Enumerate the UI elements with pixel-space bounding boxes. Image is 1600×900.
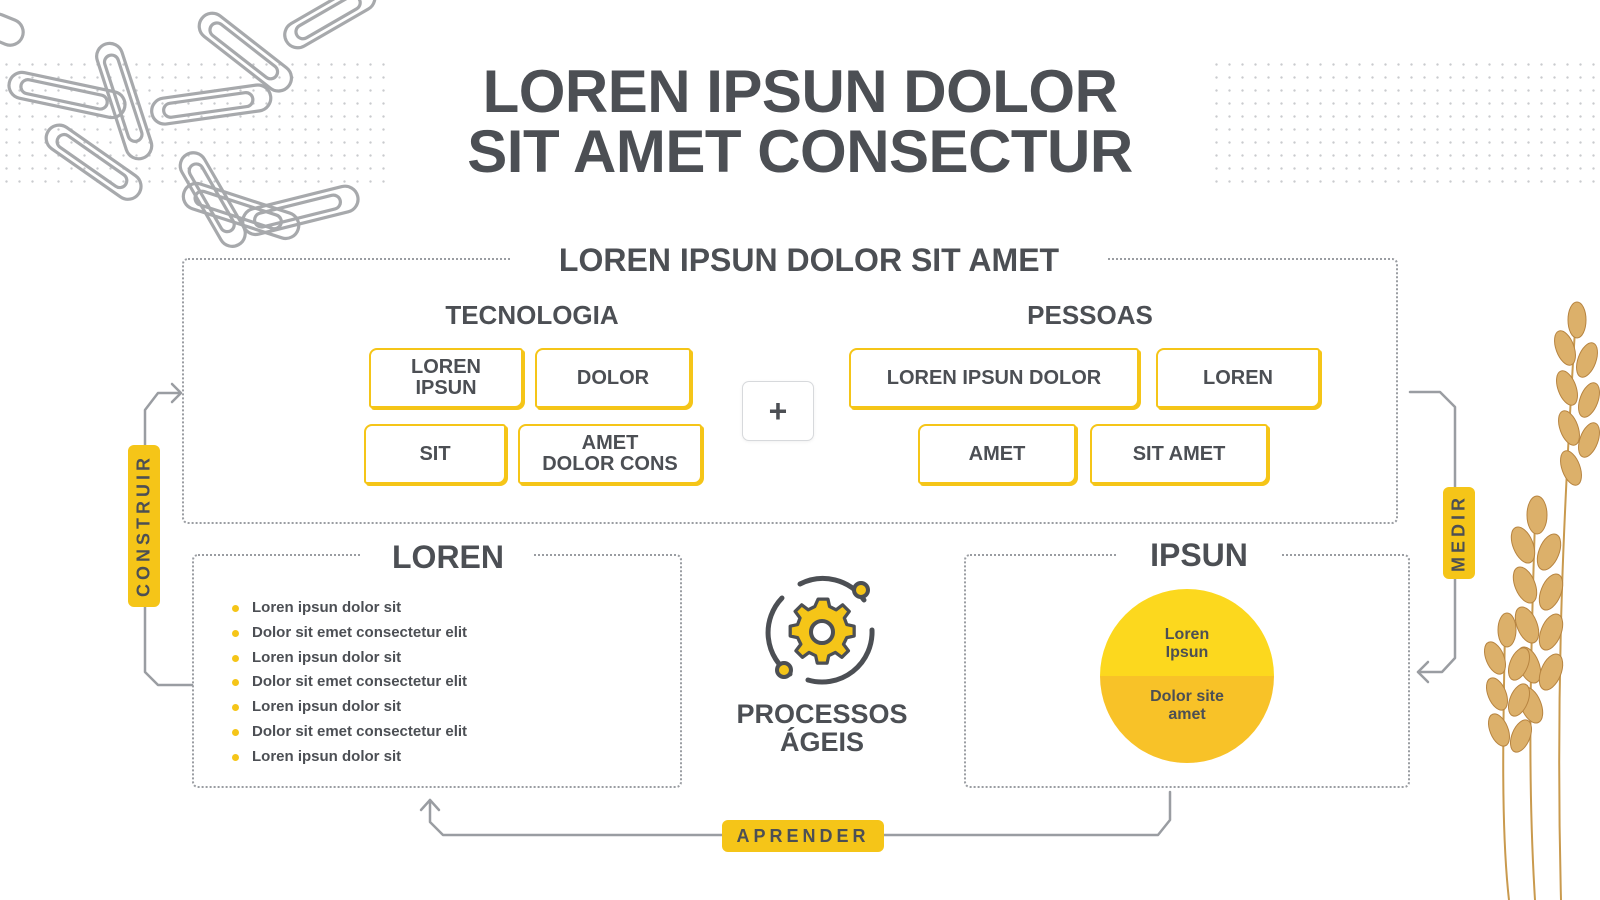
right-section-heading: IPSUN bbox=[1118, 536, 1280, 574]
bullet-text: Loren ipsun dolor sit bbox=[252, 599, 402, 616]
pessoas-tag-2: LOREN bbox=[1156, 348, 1320, 408]
left-section-heading: LOREN bbox=[362, 538, 534, 576]
dot-pattern-right bbox=[1210, 58, 1600, 190]
circle-bottom-half: Dolor site amet bbox=[1100, 676, 1274, 763]
gear-orbit-icon bbox=[765, 575, 875, 685]
top-section-heading: LOREN IPSUN DOLOR SIT AMET bbox=[510, 240, 1108, 280]
tecnologia-heading: TECNOLOGIA bbox=[445, 300, 619, 330]
circle-top-half: Loren Ipsun bbox=[1100, 589, 1274, 676]
pessoas-heading: PESSOAS bbox=[1027, 300, 1153, 330]
wheat-decoration bbox=[1484, 301, 1600, 900]
bullet-item: Loren ipsun dolor sit bbox=[228, 745, 467, 770]
title-line-2: SIT AMET CONSECTUR bbox=[467, 118, 1133, 185]
bullet-text: Dolor sit emet consectetur elit bbox=[252, 722, 468, 740]
paperclips-decoration bbox=[0, 0, 377, 248]
tecnologia-tag-2: DOLOR bbox=[535, 348, 691, 408]
plus-sign: + bbox=[742, 381, 814, 441]
process-label-line-1: PROCESSOS bbox=[736, 699, 908, 729]
bullet-dot-icon bbox=[232, 679, 239, 687]
bullet-text: Dolor sit emet consectetur elit bbox=[252, 623, 468, 641]
tecnologia-tag-4: AMET DOLOR CONS bbox=[518, 424, 702, 484]
pessoas-tag-3: AMET bbox=[918, 424, 1076, 484]
process-label-line-2: ÁGEIS bbox=[779, 727, 865, 757]
bullet-text: Loren ipsun dolor sit bbox=[252, 648, 402, 666]
bullet-item: Loren ipsun dolor sit bbox=[228, 596, 467, 621]
bullet-item: Dolor sit emet consectetur elit bbox=[228, 720, 467, 745]
bullet-text: Loren ipsun dolor sit bbox=[252, 747, 402, 765]
page-title: LOREN IPSUN DOLOR SIT AMET CONSECTUR bbox=[330, 62, 1270, 182]
split-circle: Loren Ipsun Dolor site amet bbox=[1100, 589, 1274, 763]
construir-label: CONSTRUIR bbox=[128, 445, 160, 607]
bullet-text: Dolor sit emet consectetur elit bbox=[252, 673, 468, 691]
tecnologia-tag-3: SIT bbox=[364, 424, 506, 484]
bullet-dot-icon bbox=[232, 704, 239, 712]
bullet-dot-icon bbox=[232, 605, 239, 612]
medir-label: MEDIR bbox=[1443, 487, 1475, 579]
bullet-item: Loren ipsun dolor sit bbox=[228, 646, 467, 671]
tecnologia-tag-1: LOREN IPSUN bbox=[369, 348, 523, 408]
bullet-dot-icon bbox=[232, 654, 239, 662]
bullet-item: Dolor sit emet consectetur elit bbox=[228, 670, 467, 695]
bullet-text: Loren ipsun dolor sit bbox=[252, 698, 402, 716]
bullet-item: Dolor sit emet consectetur elit bbox=[228, 621, 467, 646]
bullet-dot-icon bbox=[232, 629, 239, 637]
pessoas-tag-1: LOREN IPSUN DOLOR bbox=[849, 348, 1139, 408]
title-line-1: LOREN IPSUN DOLOR bbox=[482, 58, 1118, 125]
circle-bottom-text: Dolor site amet bbox=[1150, 688, 1224, 723]
circle-top-text: Loren Ipsun bbox=[1164, 626, 1210, 661]
pessoas-tag-4: SIT AMET bbox=[1090, 424, 1268, 484]
bullet-dot-icon bbox=[232, 753, 239, 761]
aprender-label: APRENDER bbox=[722, 820, 884, 852]
bullet-dot-icon bbox=[232, 728, 239, 736]
processos-ageis-label: PROCESSOS ÁGEIS bbox=[722, 700, 922, 756]
bullet-item: Loren ipsun dolor sit bbox=[228, 695, 467, 720]
